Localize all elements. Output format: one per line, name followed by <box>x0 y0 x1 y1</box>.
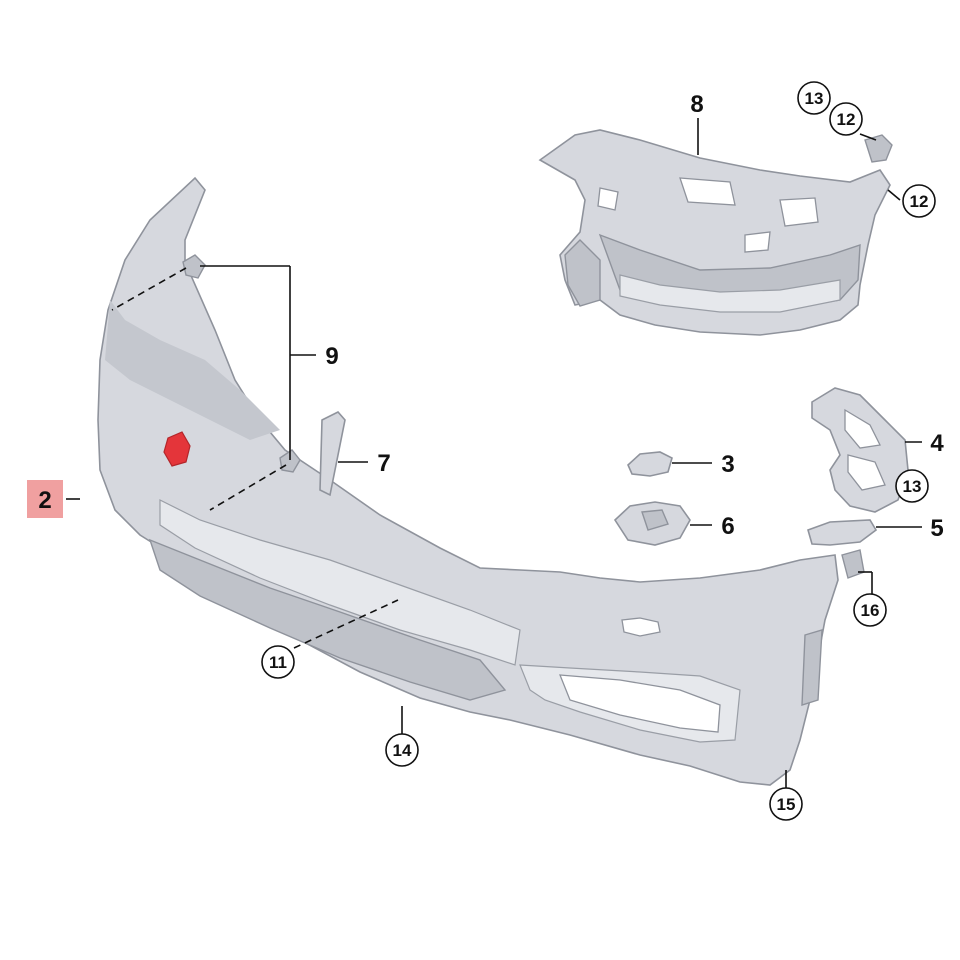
leader-12b <box>887 189 901 201</box>
callout-12-upper: 12 <box>829 102 863 136</box>
svg-text:11: 11 <box>269 653 287 672</box>
callout-11: 11 <box>261 645 295 679</box>
callout-5: 5 <box>930 515 943 542</box>
dash-9-lower <box>209 464 287 511</box>
callout-8: 8 <box>690 91 703 118</box>
tow-hook-cover <box>163 431 191 467</box>
clip-9-upper <box>182 254 206 279</box>
svg-text:13: 13 <box>805 89 824 108</box>
callout-12-lower: 12 <box>902 184 936 218</box>
clip-16 <box>841 549 865 579</box>
callout-13-lower: 13 <box>895 469 929 503</box>
callout-16: 16 <box>853 593 887 627</box>
callout-2: 2 <box>38 487 51 514</box>
svg-text:16: 16 <box>861 601 880 620</box>
svg-text:12: 12 <box>837 110 856 129</box>
callout-13-upper: 13 <box>797 81 831 115</box>
cover-plate-3 <box>627 451 673 477</box>
bumper-carrier-bracket <box>538 129 893 336</box>
callout-7: 7 <box>377 450 390 477</box>
bracket-5 <box>807 519 878 546</box>
callout-9: 9 <box>325 343 338 370</box>
callout-2-highlight <box>27 480 63 518</box>
callout-6: 6 <box>721 513 734 540</box>
svg-text:12: 12 <box>910 192 929 211</box>
grille-bracket <box>811 387 909 513</box>
sensor-holder-6 <box>613 501 691 546</box>
callout-4: 4 <box>930 430 944 457</box>
callout-15: 15 <box>769 787 803 821</box>
svg-text:15: 15 <box>777 795 796 814</box>
svg-text:14: 14 <box>393 741 412 760</box>
svg-text:13: 13 <box>903 477 922 496</box>
callout-14: 14 <box>385 733 419 767</box>
bumper-cover <box>97 176 839 786</box>
bracket-7 <box>319 411 346 497</box>
leader-12a <box>859 133 877 141</box>
dash-9-upper <box>111 267 187 311</box>
callout-3: 3 <box>721 451 734 478</box>
